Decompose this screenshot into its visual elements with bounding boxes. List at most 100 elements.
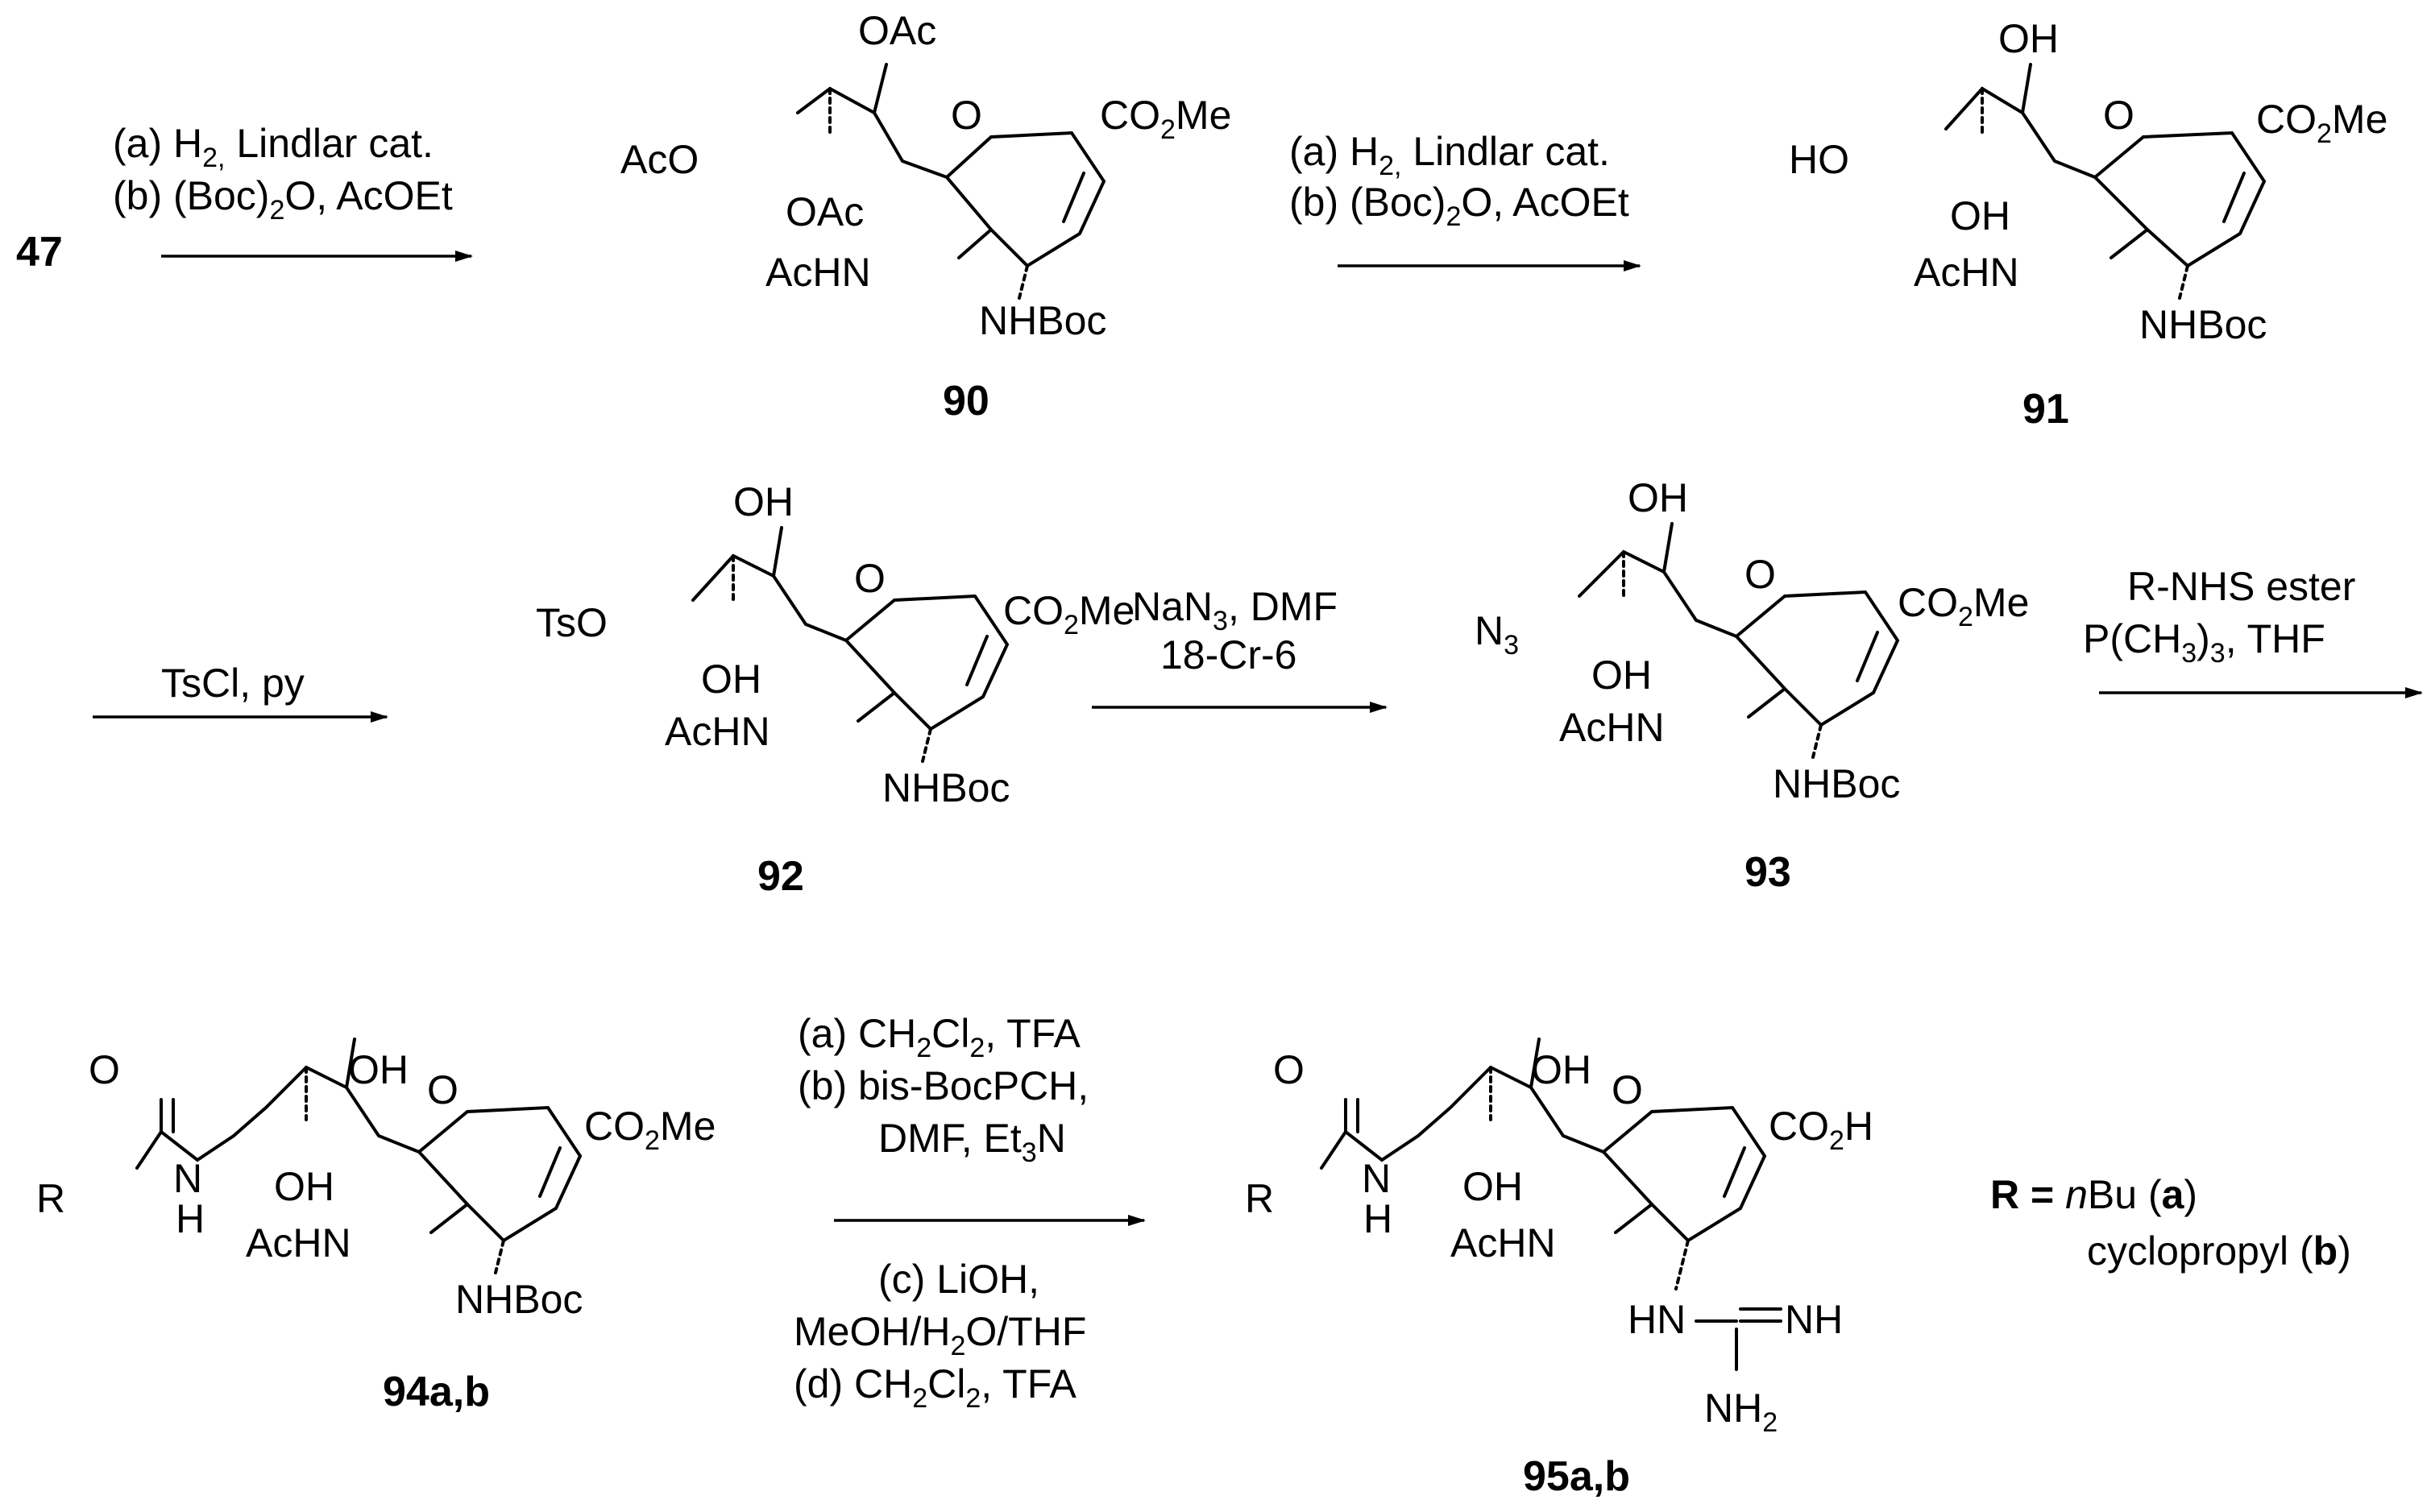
achn-bond — [429, 1203, 469, 1234]
compound-90-label: 90 — [943, 378, 989, 425]
r-legend: R = nBu (a) cyclopropyl (b) — [1990, 1172, 2351, 1274]
double-bond — [2222, 172, 2246, 223]
ring-bonds — [944, 130, 1106, 268]
step-5-line-2: P(CH3)3, THF — [2083, 616, 2325, 669]
step-4-line-1: NaN3, DMF — [1132, 584, 1338, 636]
co2me-group: CO2Me — [2256, 97, 2387, 149]
ring-bonds — [417, 1105, 583, 1243]
step-5: R-NHS ester P(CH3)3, THF — [2083, 564, 2423, 698]
step-2-line-1: (a) H2, Lindlar cat. — [1289, 129, 1610, 181]
step-6: (a) CH2Cl2, TFA (b) bis-BocPCH, DMF, Et3… — [794, 1011, 1146, 1414]
oh-mid: OH — [1462, 1164, 1523, 1209]
step-4: NaN3, DMF 18-Cr-6 — [1092, 584, 1388, 713]
r-legend-line-1: R = nBu (a) — [1990, 1172, 2197, 1217]
step-1-line-2: (b) (Boc)2O, AcOEt — [113, 173, 453, 226]
ring-bonds — [1734, 590, 1900, 727]
r-legend-line-2: cyclopropyl (b) — [2087, 1228, 2351, 1274]
compound-92-label: 92 — [757, 853, 804, 900]
double-bond — [1062, 172, 1085, 223]
step-6-a: (a) CH2Cl2, TFA — [798, 1011, 1081, 1063]
oh-top: OH — [1531, 1047, 1591, 1092]
nhboc-hash — [494, 1239, 505, 1274]
nhboc-hash — [921, 727, 932, 763]
oac-top: OAc — [858, 8, 936, 53]
co2me-group: CO2Me — [1898, 580, 2029, 632]
double-bond — [965, 635, 989, 686]
step-2: (a) H2, Lindlar cat. (b) (Boc)2O, AcOEt — [1289, 129, 1641, 271]
step-3: TsCl, py — [93, 661, 388, 723]
oh-mid: OH — [274, 1164, 334, 1209]
nhboc: NHBoc — [1773, 761, 1900, 806]
nhboc: NHBoc — [979, 298, 1106, 343]
side-chain-bonds — [1944, 63, 2097, 179]
guanidine-nh2: NH2 — [1704, 1386, 1778, 1438]
achn-bond — [857, 691, 896, 723]
step-1-line-1: (a) H2, Lindlar cat. — [113, 121, 434, 173]
compound-90: O CO2Me OAc AcO OAc AcHN NHBoc 90 — [620, 8, 1231, 425]
tso-left: TsO — [536, 600, 608, 645]
nhboc: NHBoc — [882, 765, 1010, 810]
step-6-b: (b) bis-BocPCH, — [798, 1063, 1089, 1108]
nhboc: NHBoc — [455, 1277, 583, 1322]
aco-left: AcO — [620, 137, 699, 182]
n3-left: N3 — [1475, 608, 1519, 661]
guanidine-nh: NH — [1785, 1297, 1843, 1342]
amide-n: N — [1362, 1156, 1391, 1201]
oh-mid: OH — [1950, 193, 2010, 238]
co2me-group: CO2Me — [1003, 588, 1135, 640]
achn: AcHN — [1914, 250, 2019, 295]
compound-47-label: 47 — [16, 229, 63, 275]
step-2-line-2: (b) (Boc)2O, AcOEt — [1289, 180, 1629, 232]
achn: AcHN — [1559, 705, 1665, 750]
achn-bond — [1747, 687, 1786, 719]
compound-91-label: 91 — [2022, 386, 2069, 433]
amide-n: N — [173, 1156, 202, 1201]
guanidine-hn: HN — [1628, 1297, 1686, 1342]
achn: AcHN — [246, 1220, 351, 1266]
step-1: (a) H2, Lindlar cat. (b) (Boc)2O, AcOEt — [113, 121, 473, 262]
amide-h: H — [1363, 1196, 1392, 1241]
nhboc-hash — [2178, 264, 2189, 300]
co2me-group: CO2Me — [1100, 93, 1231, 145]
oh-top: OH — [1998, 16, 2059, 61]
ring-oxygen: O — [1744, 552, 1776, 597]
ring-bonds — [1601, 1105, 1767, 1243]
oh-mid: OH — [701, 657, 761, 702]
co2me-group: CO2Me — [584, 1104, 716, 1156]
ho-left: HO — [1789, 137, 1849, 182]
r-group: R — [1245, 1176, 1274, 1221]
carbonyl-oxygen: O — [89, 1047, 120, 1092]
double-bond — [1723, 1146, 1746, 1198]
achn: AcHN — [665, 709, 770, 754]
compound-93-label: 93 — [1744, 849, 1791, 896]
side-chain-bonds — [691, 526, 848, 642]
compound-92: O CO2Me OH TsO OH AcHN NHBoc 92 — [536, 479, 1135, 900]
ring-oxygen: O — [951, 93, 982, 138]
carbonyl-oxygen: O — [1273, 1047, 1305, 1092]
guanidine-hash — [1674, 1239, 1690, 1290]
side-chain-bonds — [1320, 1038, 1605, 1170]
step-4-line-2: 18-Cr-6 — [1160, 632, 1296, 677]
nhboc: NHBoc — [2139, 302, 2267, 347]
step-6-b2: DMF, Et3N — [878, 1116, 1066, 1168]
double-bond — [538, 1146, 562, 1198]
ring-oxygen: O — [2103, 93, 2134, 138]
amide-h: H — [176, 1196, 205, 1241]
compound-95: O CO2H OH O R N H OH AcHN HN NH NH2 95a,… — [1245, 1038, 1873, 1500]
achn-bond — [957, 228, 993, 259]
r-group: R — [36, 1176, 65, 1221]
step-6-c2: MeOH/H2O/THF — [794, 1309, 1086, 1361]
side-chain-bonds — [135, 1038, 421, 1170]
ring-bonds — [844, 594, 1010, 731]
achn-bond — [1614, 1203, 1653, 1234]
ring-oxygen: O — [1612, 1067, 1643, 1112]
oh-top: OH — [348, 1047, 409, 1092]
compound-93: O CO2Me OH N3 OH AcHN NHBoc 93 — [1475, 475, 2029, 896]
step-5-line-1: R-NHS ester — [2127, 564, 2355, 609]
ring-bonds — [2093, 130, 2267, 268]
compound-91: O CO2Me OH HO OH AcHN NHBoc 91 — [1789, 16, 2387, 433]
ring-oxygen: O — [854, 556, 886, 601]
nhboc-hash — [1018, 264, 1029, 300]
step-3-line-1: TsCl, py — [161, 661, 305, 706]
